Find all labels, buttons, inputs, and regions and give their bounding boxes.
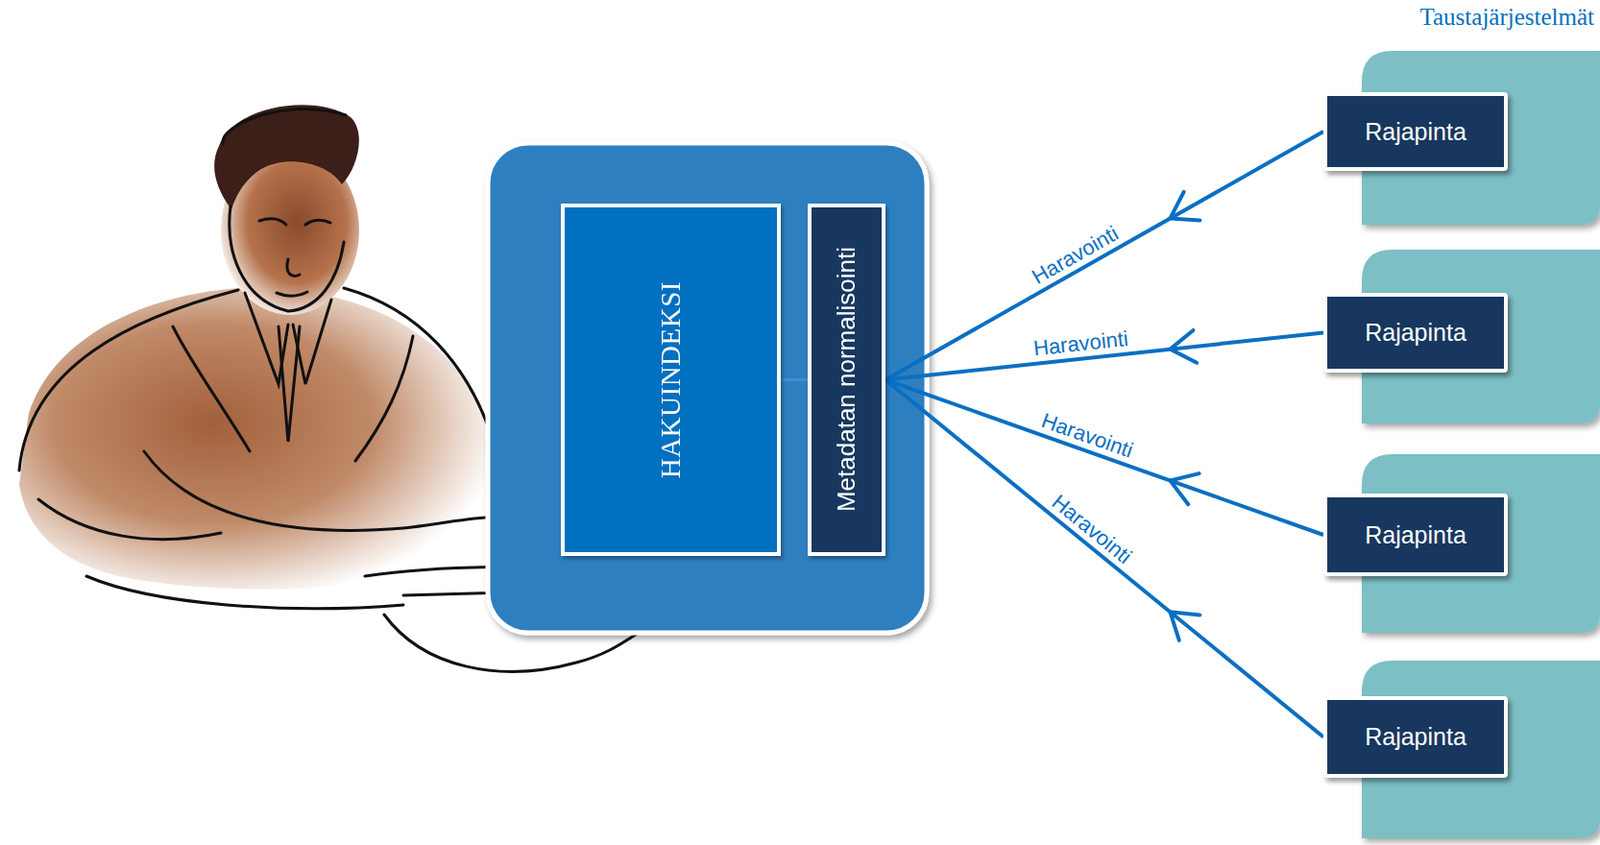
normalisation-box: Metadatan normalisointi [807,203,886,557]
group-heading: Taustajärjestelmät [1419,3,1595,31]
node-text: Rajapinta [1364,521,1467,550]
node-text: Metadatan normalisointi [831,246,862,512]
arrow-head [1169,330,1197,364]
connector-line [885,131,1324,381]
edge-label: Haravointi [1046,489,1137,570]
node-text: Rajapinta [1364,118,1467,146]
interface-box: Rajapinta [1323,92,1508,171]
interface-box: Rajapinta [1323,696,1508,778]
harvest-connector [885,131,1324,381]
node-text: HAKUINDEKSI [654,281,687,479]
edge-label: Haravointi [1032,326,1130,362]
harvest-connector [885,380,1324,738]
interface-box: Rajapinta [1323,292,1508,373]
search-service-container [487,143,927,633]
node-text: Rajapinta [1364,723,1467,752]
index-box: HAKUINDEKSI [560,203,781,557]
edge-label: Haravointi [1027,220,1123,290]
harvest-connector [885,380,1324,536]
arrow-head [1169,611,1200,641]
connector-line [780,378,808,382]
interface-box: Rajapinta [1323,493,1508,577]
arrow-head [1169,192,1200,221]
harvest-connector [780,379,808,381]
arrow-head [1169,473,1199,505]
node-text: Rajapinta [1364,318,1467,347]
edge-label: Haravointi [1038,408,1137,464]
connector-line [885,380,1324,738]
connector-line [885,380,1324,536]
